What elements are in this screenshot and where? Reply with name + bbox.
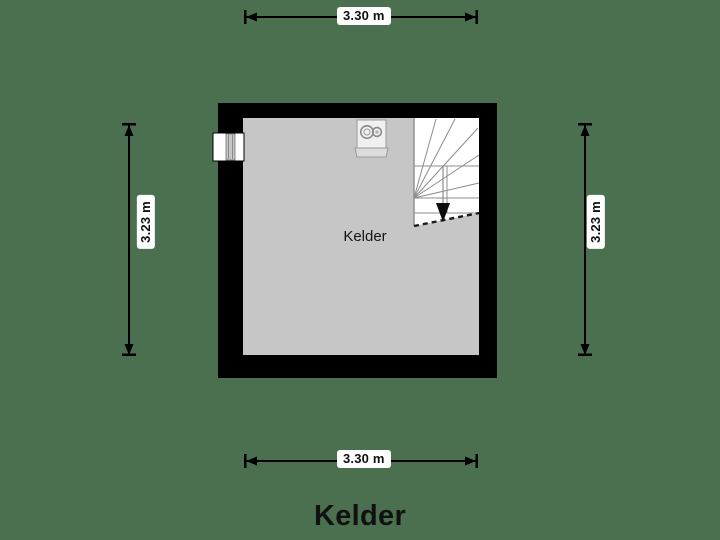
- room-label-kelder: Kelder: [343, 228, 387, 245]
- dimension-label-bottom: 3.30 m: [337, 450, 391, 468]
- dimension-label-right: 3.23 m: [586, 195, 605, 249]
- winder-staircase: [413, 118, 480, 228]
- dimension-label-left: 3.23 m: [136, 195, 155, 249]
- staircase-stringer: [414, 165, 448, 213]
- staircase-cut-line: [413, 211, 480, 228]
- dimension-arrowheads: [122, 10, 592, 468]
- dimension-label-top: 3.30 m: [337, 7, 391, 25]
- boiler-appliance: [354, 119, 389, 158]
- page-title: Kelder: [313, 500, 407, 532]
- window-left-wall: [212, 132, 245, 162]
- staircase-direction-arrow: [436, 166, 450, 222]
